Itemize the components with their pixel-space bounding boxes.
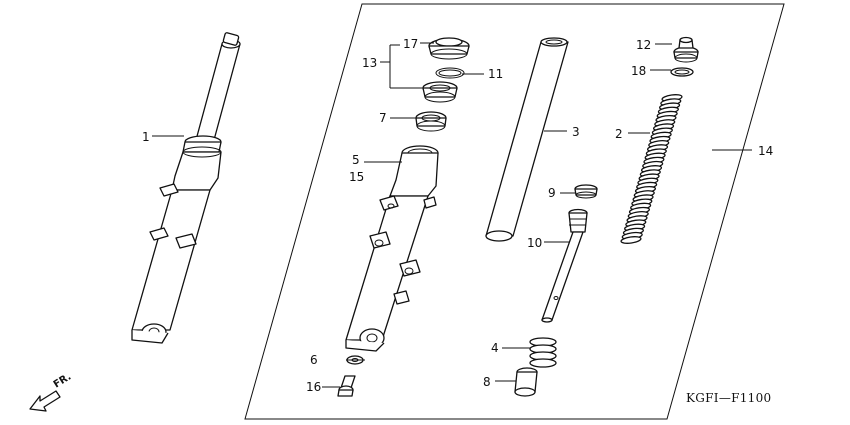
o-ring-part-18: [670, 67, 694, 77]
kit-boundary: [244, 3, 785, 420]
callout-1: 1: [142, 130, 150, 144]
oil-lock-piece-part-8: [514, 367, 538, 397]
direction-label: FR.: [52, 371, 74, 390]
callout-9: 9: [548, 186, 556, 200]
fork-bolt-part-12: [673, 36, 699, 63]
callout-5: 5: [352, 153, 360, 167]
spring-coil: [620, 236, 642, 244]
callout-labels: 1 2 3 4 5 6 7 8 9 10 11 12 13 14 15 16 1…: [142, 37, 773, 394]
callout-10: 10: [527, 236, 542, 250]
callout-16: 16: [306, 380, 321, 394]
callout-4: 4: [491, 341, 499, 355]
callout-2: 2: [615, 127, 623, 141]
front-direction-arrow: FR.: [29, 371, 74, 412]
stopper-ring-part-11: [435, 67, 465, 79]
callout-11: 11: [488, 67, 503, 81]
piston-ring-part-9: [574, 184, 598, 199]
callout-17: 17: [403, 37, 418, 51]
piston-part-10: [541, 208, 588, 323]
callout-6: 6: [310, 353, 318, 367]
callout-3: 3: [572, 125, 580, 139]
callout-12: 12: [636, 38, 651, 52]
fork-slider-part-5: [345, 145, 439, 352]
diagram-code: KGFI—F1100: [686, 391, 771, 405]
callout-15: 15: [349, 170, 364, 184]
arrow-icon: [29, 390, 61, 412]
oil-seal-part-13: [422, 81, 458, 103]
rebound-spring-part-4: [529, 337, 557, 368]
fork-pipe-part-3: [485, 37, 569, 242]
back-up-ring-part-7: [415, 111, 447, 132]
dust-seal-part-17: [428, 37, 470, 60]
fork-assembly-part-1: [131, 32, 241, 344]
socket-bolt-part-16: [337, 375, 356, 397]
callout-18: 18: [631, 64, 646, 78]
leader-lines: [152, 42, 752, 388]
callout-7: 7: [379, 111, 387, 125]
fork-spring-part-2: [620, 94, 683, 244]
callout-14: 14: [758, 144, 773, 158]
callout-13: 13: [362, 56, 377, 70]
callout-8: 8: [483, 375, 491, 389]
